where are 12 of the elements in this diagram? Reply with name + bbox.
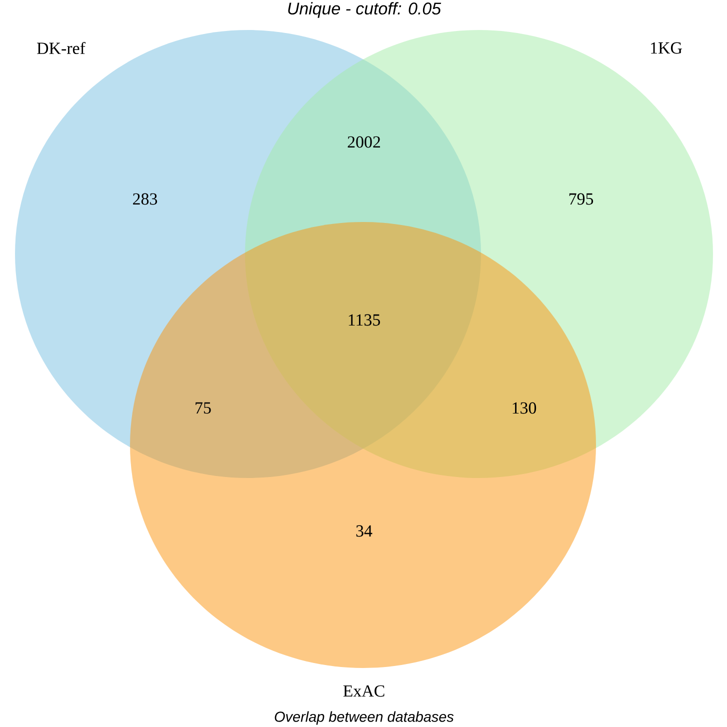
region-count: 283 bbox=[133, 193, 158, 205]
region-count: 2002 bbox=[348, 136, 380, 148]
set-label: DK-ref bbox=[37, 42, 86, 54]
region-count: 75 bbox=[196, 402, 211, 414]
region-count: 795 bbox=[569, 193, 594, 205]
set-label: ExAC bbox=[343, 685, 384, 697]
caption: Overlap between databases bbox=[274, 711, 454, 725]
region-count: 130 bbox=[512, 402, 536, 414]
set-label: 1KG bbox=[651, 42, 682, 54]
title: Unique - cutoff: 0.05 bbox=[288, 2, 442, 18]
region-count: 1135 bbox=[348, 314, 380, 326]
region-count: 34 bbox=[356, 525, 372, 537]
